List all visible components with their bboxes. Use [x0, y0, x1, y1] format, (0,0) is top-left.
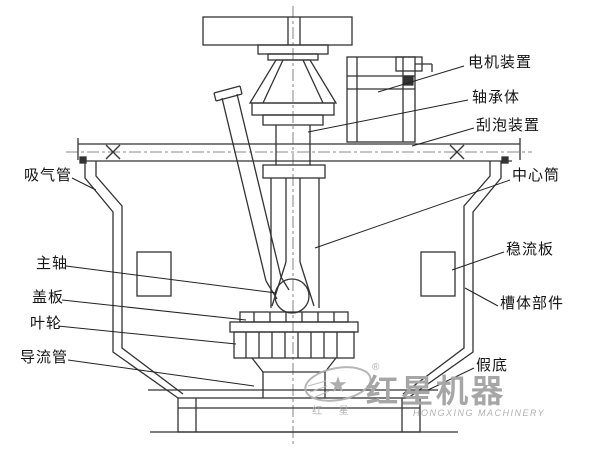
watermark-rays: [307, 380, 330, 399]
label-tank-body: 槽体部件: [500, 295, 565, 312]
label-scraper: 刮泡装置: [476, 117, 541, 134]
leader-lines: [57, 65, 511, 391]
label-stabilizer: 稳流板: [506, 241, 555, 258]
label-center-tube: 中心筒: [512, 167, 561, 184]
label-main-shaft: 主轴: [36, 255, 69, 272]
watermark-brand-en: HONGXING MACHINERY: [413, 408, 546, 418]
watermark-registered-mark: ®: [372, 362, 380, 373]
centerlines: [66, 6, 532, 444]
label-impeller: 叶轮: [30, 315, 63, 332]
watermark-star-icon: ★: [328, 372, 348, 397]
label-cover-plate: 盖板: [32, 289, 65, 306]
label-false-bottom: 假底: [476, 357, 509, 374]
machine-outline: [77, 16, 521, 433]
label-motor: 电机装置: [468, 54, 533, 71]
label-bearing: 轴承体: [472, 89, 521, 106]
watermark-brand-cn: 红星机器: [366, 373, 507, 409]
watermark-brand-cn-small: 红 星: [312, 406, 356, 417]
label-suction-pipe: 吸气管: [24, 167, 73, 184]
watermark-emblem: ★ ®: [304, 362, 380, 402]
label-guide-pipe: 导流管: [20, 349, 69, 366]
